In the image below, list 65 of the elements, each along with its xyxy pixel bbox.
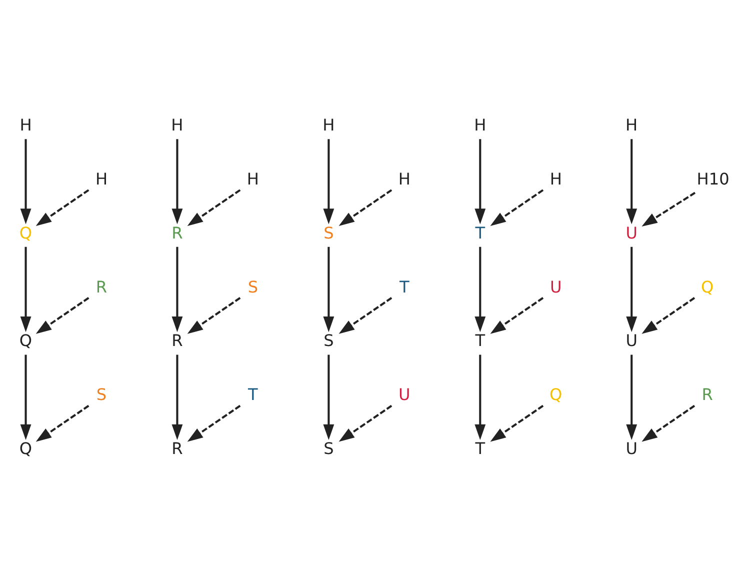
node-text: H (626, 114, 638, 134)
arrow (338, 404, 392, 442)
arrow (338, 296, 392, 334)
node-text: T (475, 330, 486, 350)
arrow (323, 246, 334, 332)
node-text: S (324, 222, 334, 242)
arrow (490, 188, 544, 226)
node-text: H (95, 168, 108, 188)
arrow (338, 188, 392, 226)
node-text: H (550, 168, 562, 188)
arrow (642, 404, 696, 442)
node-text: Q (19, 438, 32, 458)
node-text: H (474, 114, 486, 134)
arrow (172, 138, 183, 224)
node-text: H (398, 168, 410, 188)
arrow (172, 246, 183, 332)
arrow (626, 246, 638, 332)
arrow (323, 138, 334, 224)
node-text: Q (701, 276, 714, 296)
node-text: R (96, 276, 108, 296)
arrow (187, 188, 241, 226)
arrow (474, 246, 486, 332)
node-text: Q (550, 384, 562, 404)
arrow (36, 296, 90, 334)
node-text: U (626, 222, 638, 242)
node-text: U (550, 276, 562, 296)
node-text: H (246, 168, 259, 188)
arrow (20, 354, 32, 440)
node-text: U (626, 330, 638, 350)
arrow (490, 296, 544, 334)
node-text: T (400, 276, 410, 296)
node-text: S (324, 330, 334, 350)
arrow (490, 404, 544, 442)
arrow (474, 138, 486, 224)
arrow (187, 404, 241, 442)
arrow (474, 354, 486, 440)
arrow (642, 191, 696, 226)
arrow (187, 296, 241, 334)
arrow (642, 296, 696, 334)
arrow (626, 354, 638, 440)
arrow (20, 246, 32, 332)
arrow (172, 354, 183, 440)
node-text: R (172, 222, 183, 242)
node-text: R (172, 330, 183, 350)
arrow (36, 404, 90, 442)
node-text: H10 (696, 168, 730, 188)
node-text: R (172, 438, 183, 458)
node-text: H (322, 114, 335, 134)
node-text: T (475, 438, 486, 458)
node-text: S (248, 276, 258, 296)
node-text: Q (19, 222, 32, 242)
node-text: Q (19, 330, 32, 350)
arrow (20, 138, 32, 224)
arrow (36, 188, 90, 226)
node-text: S (96, 384, 107, 404)
node-text: H (171, 114, 184, 134)
arrow (626, 138, 638, 224)
node-text: T (248, 384, 258, 404)
node-text: R (702, 384, 713, 404)
node-text: S (324, 438, 334, 458)
arrow (323, 354, 334, 440)
node-text: H (20, 114, 32, 134)
node-text: U (626, 438, 638, 458)
node-text: T (475, 222, 486, 242)
node-text: U (398, 384, 410, 404)
